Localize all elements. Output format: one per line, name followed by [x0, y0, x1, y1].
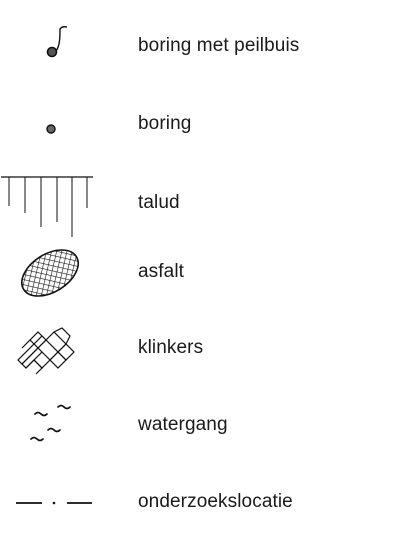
legend-item-boring: boring [0, 94, 397, 154]
legend-label: boring [138, 113, 192, 134]
legend-item-onderzoekslocatie: onderzoekslocatie [0, 470, 397, 530]
legend-label: watergang [138, 414, 228, 435]
legend-label: asfalt [138, 261, 185, 282]
paving-bricks-icon [17, 327, 75, 375]
borehole-icon [46, 124, 56, 134]
watercourse-icon [30, 404, 71, 442]
legend-item-klinkers: klinkers [0, 318, 397, 378]
legend-label: klinkers [138, 337, 204, 358]
legend-label: talud [138, 192, 180, 213]
asphalt-crosshatch-icon [21, 249, 79, 297]
legend-item-boring-met-peilbuis: boring met peilbuis [0, 16, 397, 76]
legend-label: onderzoekslocatie [138, 491, 293, 512]
legend-label: boring met peilbuis [138, 35, 300, 56]
borehole-with-piezometer-icon [46, 26, 68, 58]
legend-item-talud: talud [0, 172, 397, 237]
embankment-hatch-icon [1, 176, 93, 237]
legend-item-watergang: watergang [0, 392, 397, 452]
dash-dot-line-icon [16, 501, 92, 505]
legend-item-asfalt: asfalt [0, 240, 397, 300]
